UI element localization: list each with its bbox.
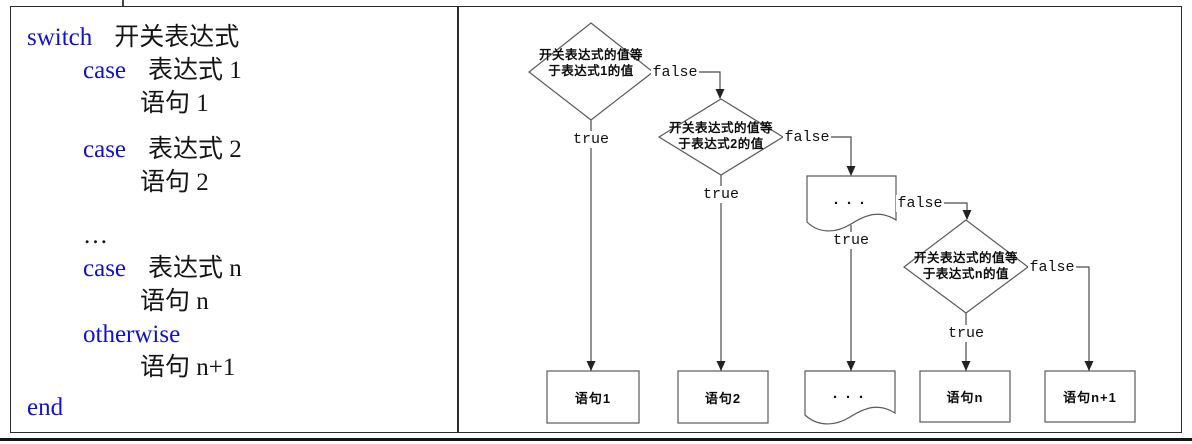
document-shape-bottom xyxy=(804,370,896,425)
code-line-stmt1: 语句 1 xyxy=(27,87,457,120)
code-line-stmtn1: 语句 n+1 xyxy=(27,351,457,384)
process-box-label-1: 语句1 xyxy=(574,390,612,406)
arrowhead-into-box-dots xyxy=(846,361,856,371)
document-dots-bottom: ... xyxy=(830,386,870,403)
label-false-2: false xyxy=(783,129,831,146)
arrowhead-into-box-n1 xyxy=(1084,361,1094,371)
code-text: 语句 n xyxy=(140,288,209,315)
arrowhead-into-box-2 xyxy=(716,361,726,371)
arrowhead-into-diamond-2 xyxy=(715,89,725,99)
code-text: 开关表达式 xyxy=(114,24,240,51)
decision-label-1: 开关表达式的值等 于表达式1的值 xyxy=(538,48,643,78)
code-keyword: case xyxy=(83,136,127,163)
label-false-1: false xyxy=(651,64,699,81)
label-true-4: true xyxy=(938,325,994,342)
code-line-end: end xyxy=(27,391,457,424)
arrowhead-into-box-n xyxy=(961,361,971,371)
process-box-label-n1: 语句n+1 xyxy=(1063,390,1117,405)
process-box-n xyxy=(919,370,1011,423)
code-line-stmt2: 语句 2 xyxy=(27,166,457,199)
decision-diamond-2 xyxy=(657,98,785,176)
process-box-n1 xyxy=(1044,370,1136,423)
arrowhead-into-diamond-n xyxy=(962,210,972,220)
label-true-3: true xyxy=(823,232,879,249)
arrowhead-into-box-1 xyxy=(586,361,596,371)
process-box-label-2: 语句2 xyxy=(704,390,742,406)
code-keyword: otherwise xyxy=(83,321,181,348)
code-text: … xyxy=(83,222,108,249)
flow-line-false-4 xyxy=(1028,266,1090,371)
document-shape-middle xyxy=(806,175,897,232)
decision-label-2: 开关表达式的值等 于表达式2的值 xyxy=(668,121,773,151)
code-text: 语句 n+1 xyxy=(140,354,236,381)
label-false-3: false xyxy=(896,195,944,212)
code-line-switch: switch 开关表达式 xyxy=(27,21,457,54)
bottom-rule xyxy=(0,438,1192,441)
code-keyword: end xyxy=(27,394,64,421)
process-box-2 xyxy=(677,370,769,424)
code-keyword: switch xyxy=(27,24,93,51)
code-text: 表达式 2 xyxy=(148,136,242,163)
code-text: 表达式 n xyxy=(148,255,242,282)
panel-divider xyxy=(457,6,459,433)
document-dots-middle: ... xyxy=(831,192,871,209)
code-text: 语句 2 xyxy=(140,169,209,196)
label-true-2: true xyxy=(693,186,749,203)
decision-label-n: 开关表达式的值等 于表达式n的值 xyxy=(913,251,1018,281)
label-false-4: false xyxy=(1028,259,1076,276)
code-keyword: case xyxy=(83,57,127,84)
code-text: 语句 1 xyxy=(140,90,209,117)
process-box-label-n: 语句n xyxy=(946,390,984,405)
arrowhead-into-document xyxy=(846,166,856,176)
code-keyword: case xyxy=(83,255,127,282)
code-line-stmtn: 语句 n xyxy=(27,285,457,318)
decision-diamond-1 xyxy=(528,22,654,121)
code-line-case2: case 表达式 2 xyxy=(27,133,457,166)
code-line-otherwise: otherwise xyxy=(27,318,457,351)
code-panel: switch 开关表达式 case 表达式 1 语句 1 case 表达式 2 语句 … xyxy=(11,6,457,433)
code-line-casen: case 表达式 n xyxy=(27,252,457,285)
code-line-case1: case 表达式 1 xyxy=(27,54,457,87)
top-tick-mark xyxy=(122,0,124,6)
code-text: 表达式 1 xyxy=(148,57,242,84)
code-line-ellipsis: … xyxy=(27,219,457,252)
label-true-1: true xyxy=(563,131,619,148)
decision-diamond-n xyxy=(902,219,1030,314)
process-box-1 xyxy=(546,370,640,424)
